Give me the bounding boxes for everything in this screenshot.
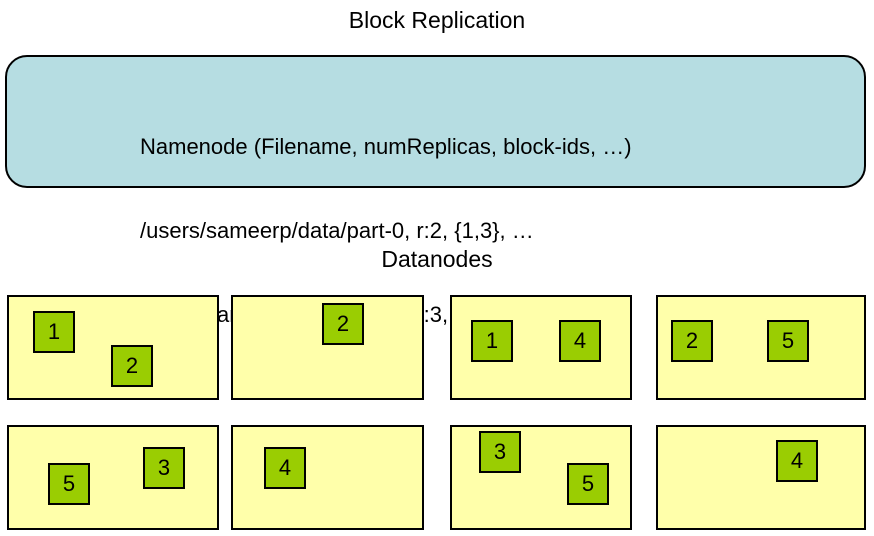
block-replica-4[interactable]: 4 [559,320,601,362]
block-replica-3[interactable]: 3 [479,431,521,473]
block-replica-2[interactable]: 2 [111,345,153,387]
block-replica-5[interactable]: 5 [567,463,609,505]
datanode-6[interactable] [231,425,424,530]
block-replica-3[interactable]: 3 [143,447,185,489]
datanodes-section-label: Datanodes [381,246,493,272]
namenode-line-schema: Namenode (Filename, numReplicas, block-i… [140,134,632,159]
block-replica-1[interactable]: 1 [33,311,75,353]
namenode-line-part-0: /users/sameerp/data/part-0, r:2, {1,3}, … [140,218,534,243]
block-replica-5[interactable]: 5 [767,320,809,362]
block-replica-2[interactable]: 2 [322,303,364,345]
block-replica-1[interactable]: 1 [471,320,513,362]
block-replica-4[interactable]: 4 [264,447,306,489]
block-replica-2[interactable]: 2 [671,320,713,362]
namenode-metadata-text: Namenode (Filename, numReplicas, block-i… [140,77,632,385]
datanode-8[interactable] [656,425,866,530]
page-title: Block Replication [348,7,526,33]
block-replica-5[interactable]: 5 [48,463,90,505]
namenode-panel: Namenode (Filename, numReplicas, block-i… [5,55,866,327]
datanode-5[interactable] [7,425,219,530]
block-replica-4[interactable]: 4 [776,440,818,482]
